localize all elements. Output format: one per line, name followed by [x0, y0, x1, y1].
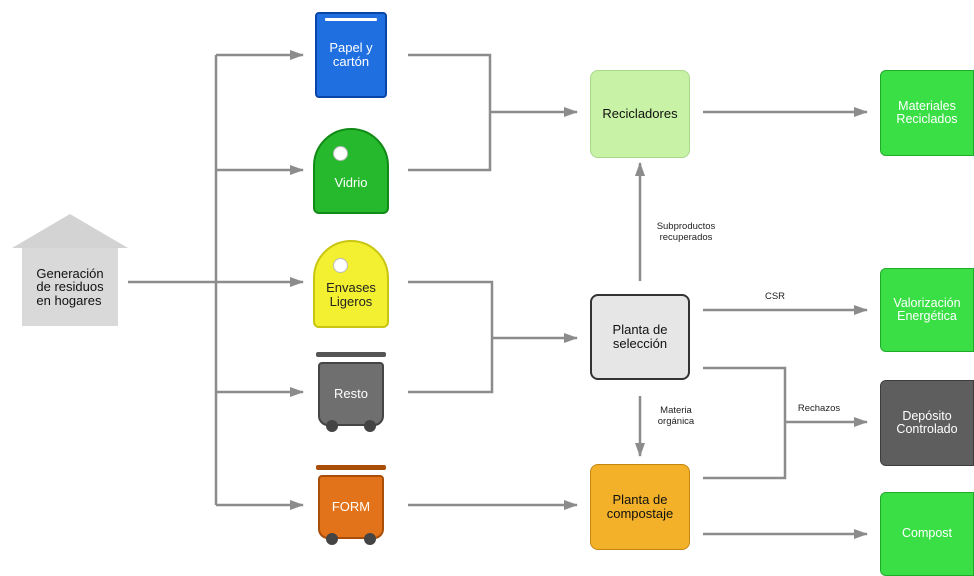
process-sorting-label: Planta de selección: [612, 322, 668, 351]
source-label: Generación de residuos en hogares: [36, 265, 104, 308]
bin-packaging: Envases Ligeros: [313, 240, 389, 328]
output-compost-label: Compost: [901, 526, 953, 541]
bin-organic-wheel-left: [326, 533, 338, 545]
process-composting-plant: Planta de compostaje: [590, 464, 690, 550]
bin-glass-hole: [333, 146, 348, 161]
bin-organic-lid: [316, 465, 386, 470]
edge-label-rejects: Rechazos: [797, 403, 841, 414]
output-landfill-label: Depósito Controlado: [896, 408, 958, 436]
output-energy-recovery: Valorización Energética: [880, 268, 974, 352]
bin-packaging-hole: [333, 258, 348, 273]
edge-label-byproducts: Subproductos recuperados: [656, 221, 716, 243]
process-composting-label: Planta de compostaje: [606, 492, 674, 521]
bin-paper: Papel y cartón: [315, 12, 387, 98]
bin-organic-wheel-right: [364, 533, 376, 545]
bin-paper-label: Papel y cartón: [329, 40, 373, 69]
edge-rejects-sorting: [703, 366, 787, 480]
bin-rest-lid: [316, 352, 386, 357]
process-recyclers-label: Recicladores: [602, 106, 678, 122]
bin-rest-wheel-left: [326, 420, 338, 432]
bin-paper-slot: [325, 18, 377, 21]
output-compost: Compost: [880, 492, 974, 576]
edge-label-csr: CSR: [764, 291, 786, 302]
output-recycled-label: Materiales Reciclados: [896, 98, 958, 126]
edge-label-organic-matter: Materia orgánica: [657, 405, 695, 427]
edge-packaging-merge: [408, 280, 494, 394]
bin-glass: Vidrio: [313, 128, 389, 214]
process-sorting-plant: Planta de selección: [590, 294, 690, 380]
output-energy-label: Valorización Energética: [893, 295, 961, 323]
output-controlled-landfill: Depósito Controlado: [880, 380, 974, 466]
process-recyclers: Recicladores: [590, 70, 690, 158]
bin-packaging-label: Envases Ligeros: [326, 280, 376, 309]
house-body: Generación de residuos en hogares: [22, 248, 118, 326]
house-roof: [12, 214, 128, 248]
bin-organic-label: FORM: [331, 499, 371, 515]
output-recycled-materials: Materiales Reciclados: [880, 70, 974, 156]
bin-rest-label: Resto: [334, 386, 368, 402]
bin-glass-label: Vidrio: [334, 175, 368, 191]
edge-paper-merge: [408, 53, 492, 172]
bin-organic: FORM: [318, 475, 384, 545]
bin-rest: Resto: [318, 362, 384, 432]
bin-rest-wheel-right: [364, 420, 376, 432]
source-households: Generación de residuos en hogares: [12, 214, 128, 326]
